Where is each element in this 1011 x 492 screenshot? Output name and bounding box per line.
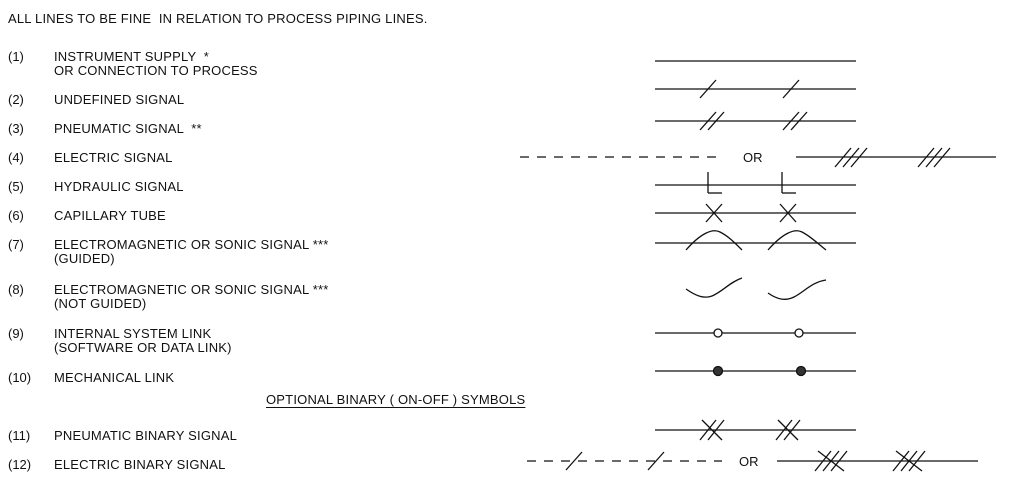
item-label-instrument-supply: INSTRUMENT SUPPLY * xyxy=(54,49,209,64)
item-label-capillary-tube: CAPILLARY TUBE xyxy=(54,208,166,223)
or-label: OR xyxy=(739,454,759,469)
item-number: (10) xyxy=(8,370,32,385)
item-label-pneumatic-binary: PNEUMATIC BINARY SIGNAL xyxy=(54,428,238,443)
item-number: (9) xyxy=(8,326,24,341)
item-number: (11) xyxy=(8,428,31,443)
item-label-electric-signal: ELECTRIC SIGNAL xyxy=(54,150,173,165)
legend-heading: ALL LINES TO BE FINE IN RELATION TO PROC… xyxy=(8,11,428,26)
symbol-electric-signal: OR xyxy=(520,147,996,168)
symbol-electric-binary: OR xyxy=(527,450,978,472)
item-number: (6) xyxy=(8,208,24,223)
item-number: (8) xyxy=(8,282,24,297)
symbol-hydraulic-signal xyxy=(655,172,856,194)
item-sublabel: OR CONNECTION TO PROCESS xyxy=(54,63,258,78)
item-sublabel: (GUIDED) xyxy=(54,251,115,266)
optional-binary-heading: OPTIONAL BINARY ( ON-OFF ) SYMBOLS xyxy=(266,392,526,407)
item-label-pneumatic-signal: PNEUMATIC SIGNAL ** xyxy=(54,121,202,136)
symbol-pneumatic-binary xyxy=(655,419,856,441)
item-number: (12) xyxy=(8,457,32,472)
symbol-em-sonic-guided xyxy=(655,230,856,251)
item-label-mechanical-link: MECHANICAL LINK xyxy=(54,370,175,385)
item-label-em-sonic-guided: ELECTROMAGNETIC OR SONIC SIGNAL *** xyxy=(54,237,329,252)
symbol-pneumatic-signal xyxy=(655,111,856,131)
item-label-undefined-signal: UNDEFINED SIGNAL xyxy=(54,92,185,107)
item-sublabel: (SOFTWARE OR DATA LINK) xyxy=(54,340,232,355)
or-label: OR xyxy=(743,150,763,165)
item-number: (4) xyxy=(8,150,24,165)
item-label-electric-binary: ELECTRIC BINARY SIGNAL xyxy=(54,457,226,472)
symbol-mechanical-link xyxy=(655,365,856,377)
item-label-em-sonic-not-guided: ELECTROMAGNETIC OR SONIC SIGNAL *** xyxy=(54,282,329,297)
symbol-undefined-signal xyxy=(655,79,856,99)
item-sublabel: (NOT GUIDED) xyxy=(54,296,147,311)
symbol-capillary-tube xyxy=(655,203,856,223)
item-number: (1) xyxy=(8,49,24,64)
symbol-internal-system-link xyxy=(655,328,856,338)
item-label-internal-system-link: INTERNAL SYSTEM LINK xyxy=(54,326,212,341)
item-number: (5) xyxy=(8,179,24,194)
item-number: (2) xyxy=(8,92,24,107)
symbol-em-sonic-not-guided xyxy=(685,277,827,300)
item-number: (3) xyxy=(8,121,24,136)
item-label-hydraulic-signal: HYDRAULIC SIGNAL xyxy=(54,179,184,194)
item-number: (7) xyxy=(8,237,24,252)
